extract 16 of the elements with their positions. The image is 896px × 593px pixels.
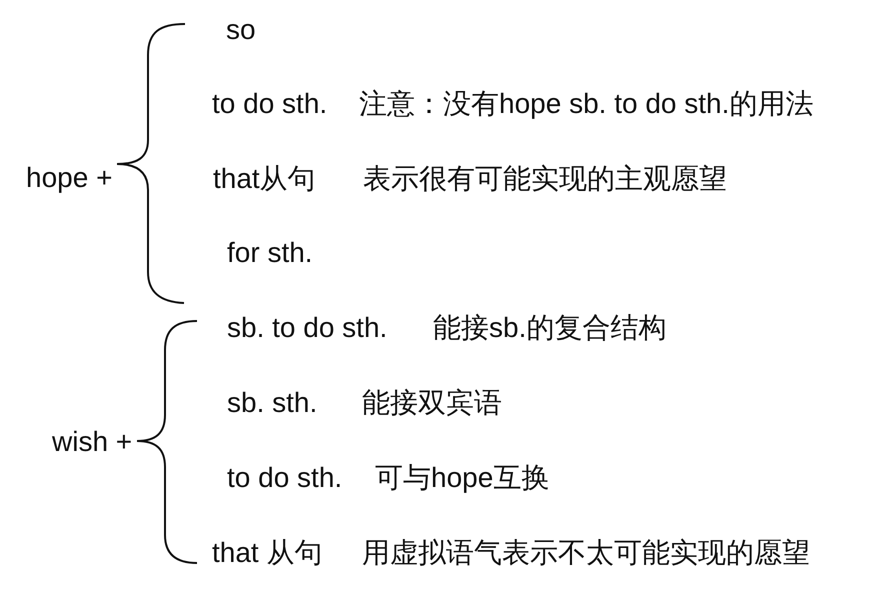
usage-pattern: so (226, 13, 256, 47)
usage-note: 注意：没有hope sb. to do sth.的用法 (359, 87, 814, 121)
usage-note: 可与hope互换 (375, 461, 550, 495)
usage-pattern: that 从句 (212, 536, 322, 570)
verb-heading: hope + (26, 161, 112, 195)
usage-pattern: sb. to do sth. (227, 311, 388, 345)
usage-pattern: sb. sth. (227, 386, 318, 420)
usage-pattern: that从句 (213, 162, 316, 196)
usage-pattern: for sth. (227, 236, 313, 270)
usage-note: 能接双宾语 (362, 386, 502, 420)
usage-note: 能接sb.的复合结构 (433, 311, 666, 345)
usage-note: 表示很有可能实现的主观愿望 (363, 162, 727, 196)
usage-pattern: to do sth. (212, 87, 328, 121)
usage-note: 用虚拟语气表示不太可能实现的愿望 (362, 536, 810, 570)
usage-pattern: to do sth. (227, 461, 342, 495)
verb-heading: wish + (52, 425, 132, 459)
